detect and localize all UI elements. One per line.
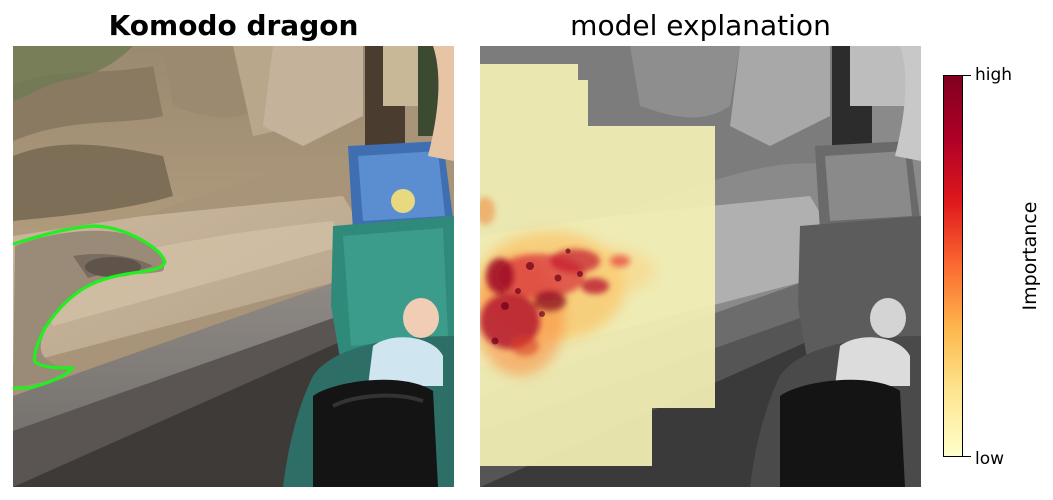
image-title: Komodo dragon [108,9,359,42]
colorbar-tick-low [963,456,971,457]
colorbar-tick-high [963,75,971,76]
object-outline [13,224,167,390]
colorbar-axis-label: Importance [1019,201,1041,311]
colorbar-high-label: high [975,65,1013,85]
explanation-title: model explanation [570,9,831,42]
colorbar-low-label: low [975,449,1005,469]
explanation-image [480,46,921,487]
zoo-photo [13,46,454,487]
explanation-heatmap [480,46,921,487]
original-image [13,46,454,487]
importance-colorbar [943,75,963,457]
